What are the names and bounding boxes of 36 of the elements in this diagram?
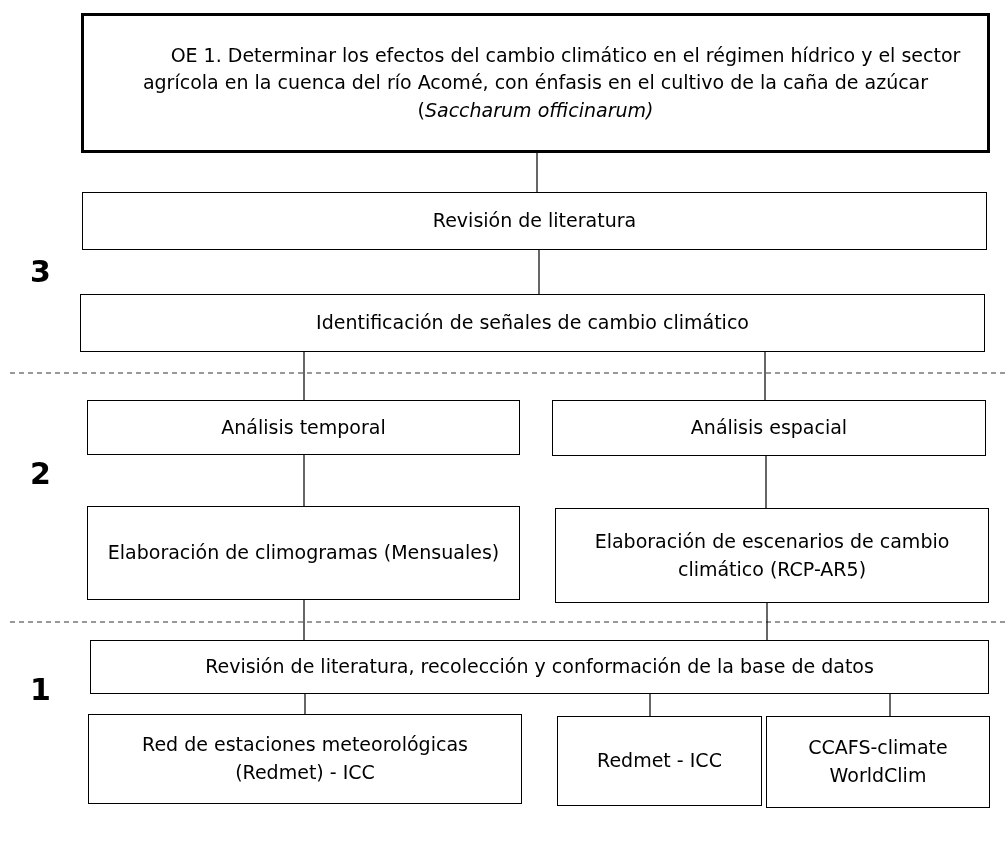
level-number: 3: [30, 254, 51, 289]
process-box: [90, 640, 989, 694]
connector-line: [649, 693, 651, 717]
box-text: Análisis espacial: [689, 415, 849, 441]
data-source-box: [557, 716, 762, 806]
box-text: Análisis temporal: [220, 414, 387, 440]
box-text: Identificación de señales de cambio climático: [315, 310, 750, 336]
process-box: [87, 506, 520, 600]
box-text: CCAFS-climate WorldClim: [807, 735, 949, 788]
box-text: Elaboración de climogramas (Mensuales): [106, 540, 501, 566]
connector-line: [304, 693, 306, 715]
data-source-box: [766, 716, 990, 808]
process-box: [80, 294, 985, 352]
process-box: [82, 192, 987, 250]
connector-line: [303, 454, 305, 507]
box-text: Revisión de literatura, recolección y conformación de la base de datos: [204, 654, 875, 680]
box-text: Elaboración de escenarios de cambio climático (RCP-AR5): [593, 528, 951, 582]
connector-line: [303, 599, 305, 641]
objective-box: [81, 13, 990, 153]
connector-line: [766, 602, 768, 641]
data-source-box: [88, 714, 522, 804]
connector-line: [765, 455, 767, 509]
process-box: [552, 400, 986, 456]
level-number: 1: [30, 672, 51, 707]
connector-line: [764, 351, 766, 401]
process-box: [555, 508, 989, 603]
connector-line: [538, 249, 540, 295]
connector-line: [536, 152, 538, 193]
connector-line: [303, 351, 305, 401]
process-box: [87, 400, 520, 455]
box-text: OE 1. Determinar los efectos del cambio climático en el régimen hídrico y el sector agrícola en la cuenca del río Acomé, con énfasis en el cultivo de la caña de azúcar (Saccharum officinarum): [141, 42, 962, 123]
box-text: Revisión de literatura: [431, 208, 638, 234]
box-text: Redmet - ICC: [596, 748, 723, 774]
box-text: Red de estaciones meteorológicas (Redmet) - ICC: [141, 732, 469, 785]
connector-line: [889, 693, 891, 717]
level-number: 2: [30, 456, 51, 491]
